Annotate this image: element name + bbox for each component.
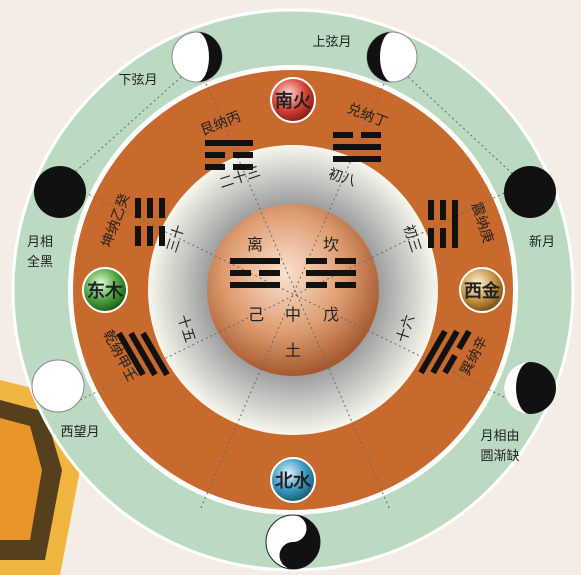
label-full-dark-1: 月相 [27, 235, 53, 250]
yin-yang-icon [266, 515, 320, 569]
moon-left-full [32, 360, 84, 412]
center-wu: 戊 [323, 305, 339, 324]
svg-text:东木: 东木 [87, 280, 124, 302]
moon-left-full-dark [34, 166, 86, 218]
element-south: 南火 [271, 78, 315, 122]
label-first-quarter: 上弦月 [312, 34, 351, 50]
moon-right-waning [504, 362, 556, 414]
moon-top-left [172, 32, 222, 82]
label-west-full-moon: 西望月 [60, 424, 99, 440]
label-waning-1: 月相由 [480, 429, 519, 444]
moon-top-right [367, 32, 417, 82]
center-zhong: 中 [285, 305, 301, 324]
label-full-dark-2: 全黑 [27, 254, 53, 270]
svg-text:南火: 南火 [275, 90, 312, 112]
svg-text:北水: 北水 [275, 470, 312, 492]
center-ji: 己 [248, 305, 264, 324]
center-kan: 坎 [323, 235, 339, 254]
label-waning-2: 圆渐缺 [480, 449, 519, 464]
svg-text:西金: 西金 [464, 280, 501, 302]
center-li: 离 [247, 235, 263, 254]
element-east: 东木 [83, 268, 127, 312]
moon-right-new [504, 166, 556, 218]
element-west: 西金 [460, 268, 504, 312]
label-new-moon: 新月 [529, 234, 555, 250]
center-tu: 土 [285, 341, 301, 360]
element-north: 北水 [271, 458, 315, 502]
label-last-quarter: 下弦月 [118, 72, 157, 88]
